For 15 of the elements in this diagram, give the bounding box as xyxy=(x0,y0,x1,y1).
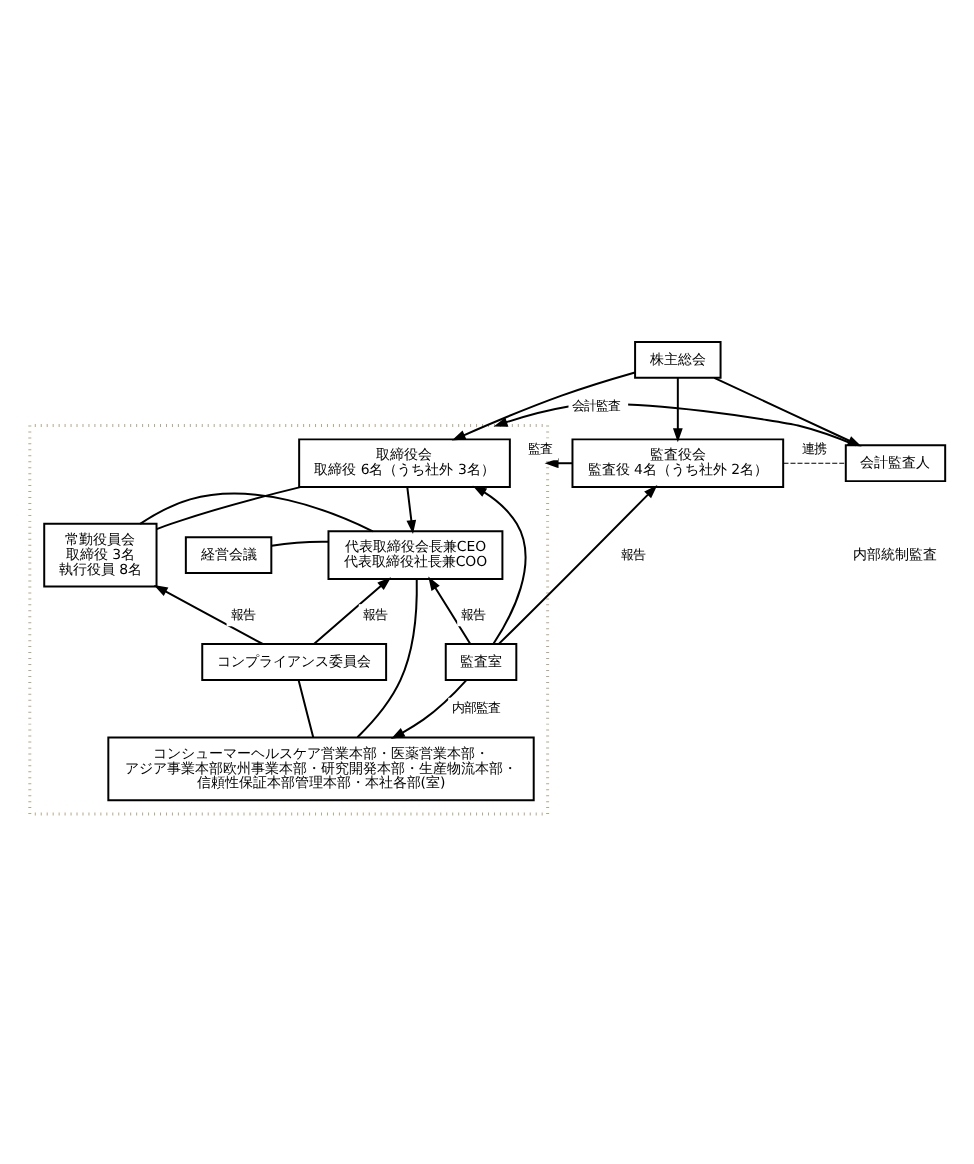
arrow xyxy=(493,403,857,447)
connector xyxy=(782,462,847,464)
connector xyxy=(270,540,330,547)
arrow xyxy=(672,377,683,443)
arrow xyxy=(497,485,658,646)
arrow xyxy=(406,486,417,535)
arrow xyxy=(544,458,574,469)
arrow xyxy=(428,576,472,645)
cluster xyxy=(28,423,550,816)
connector xyxy=(139,492,374,533)
arrow xyxy=(472,485,527,645)
arrow xyxy=(451,371,636,441)
connector xyxy=(297,679,315,739)
connector xyxy=(155,486,302,531)
arrow xyxy=(390,678,468,739)
